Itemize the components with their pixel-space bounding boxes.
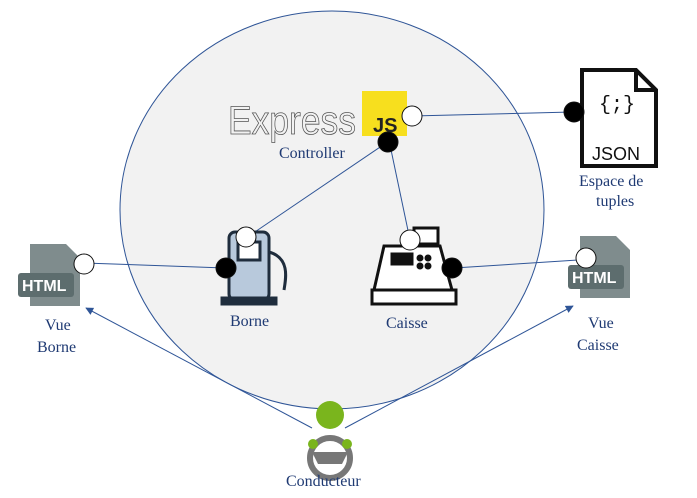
port-vuecaisse-provided xyxy=(575,247,597,269)
port-borne-required xyxy=(215,257,237,279)
vue-borne-label-line1: Vue xyxy=(45,317,71,334)
json-file-icon: {;} JSON xyxy=(580,68,658,168)
express-js-logo: Express JS xyxy=(228,91,407,143)
json-icon-braces: {;} xyxy=(599,94,635,117)
html-file-icon-left: HTML xyxy=(18,244,80,306)
line-controller-json xyxy=(411,111,573,117)
port-controller-provided xyxy=(401,105,423,127)
caisse-label: Caisse xyxy=(386,315,428,332)
express-logo-text: Express xyxy=(228,99,356,143)
port-caisse-required xyxy=(441,257,463,279)
port-caisse-provided xyxy=(399,229,421,251)
html-badge-right: HTML xyxy=(572,270,617,287)
line-vueborne-borne xyxy=(83,262,226,269)
json-icon-label: JSON xyxy=(592,144,640,164)
port-json-required xyxy=(563,101,585,123)
vue-borne-label-line2: Borne xyxy=(37,339,76,356)
arrow-conducteur-vueborne xyxy=(85,307,313,429)
conducteur-label: Conducteur xyxy=(286,473,361,490)
system-boundary-ellipse xyxy=(119,10,545,410)
js-badge-text: JS xyxy=(373,115,397,137)
borne-label: Borne xyxy=(230,313,269,330)
html-badge-left: HTML xyxy=(22,278,67,295)
espace-label-line2: tuples xyxy=(596,193,634,210)
vue-caisse-label-line2: Caisse xyxy=(577,337,619,354)
vue-caisse-label-line1: Vue xyxy=(588,315,614,332)
driver-steering-wheel-icon xyxy=(307,401,353,481)
line-controller-borne xyxy=(245,142,387,239)
controller-label: Controller xyxy=(279,145,345,162)
port-vueborne-provided xyxy=(73,253,95,275)
connector-ports xyxy=(73,101,597,279)
arrow-conducteur-vuecaisse xyxy=(344,305,574,429)
js-badge xyxy=(362,91,407,136)
espace-label-line1: Espace de xyxy=(579,173,643,190)
port-borne-provided xyxy=(235,226,257,248)
html-file-icon-right: HTML xyxy=(568,236,630,298)
line-caisse-vuecaisse xyxy=(453,259,579,269)
connections xyxy=(83,111,579,429)
port-controller-required xyxy=(377,131,399,153)
line-controller-caisse xyxy=(389,144,411,241)
